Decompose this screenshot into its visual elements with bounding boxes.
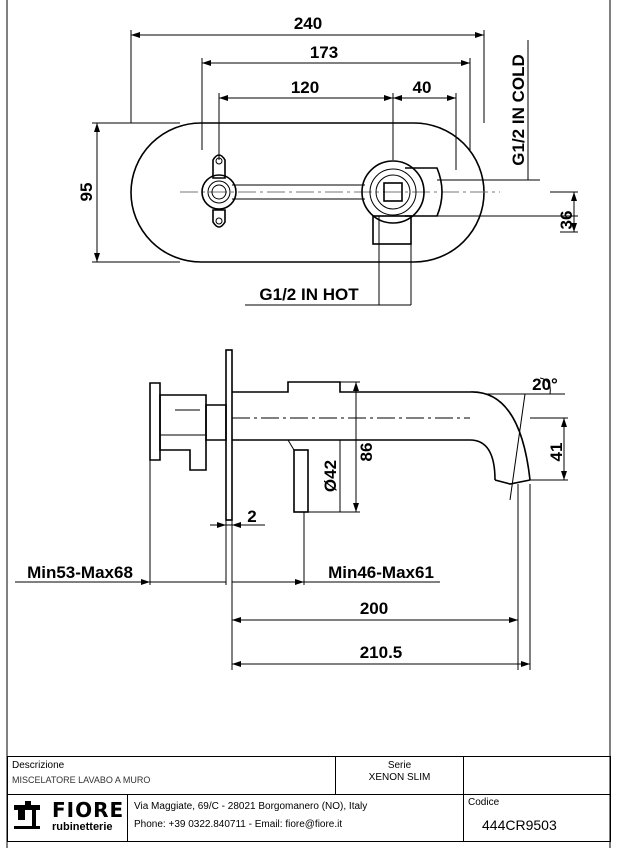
lever (293, 449, 309, 513)
description-value: MISCELATORE LAVABO A MURO (12, 775, 151, 785)
dim-angle: 20° (532, 375, 558, 394)
contact-text: Phone: +39 0322.840711 - Email: fiore@fi… (134, 819, 343, 830)
logo-sub: rubinetterie (52, 821, 113, 833)
spout-curve-outer (469, 391, 531, 481)
wall-plate (225, 349, 233, 521)
cold-valve (361, 160, 443, 245)
dim-41: 41 (547, 443, 566, 462)
dim-36: 36 (557, 211, 576, 230)
spout-top (232, 381, 470, 393)
logo-name: FIORE (52, 798, 125, 822)
series-value: XENON SLIM (368, 772, 431, 783)
dim-95: 95 (77, 183, 96, 202)
address-cell: Via Maggiate, 69/C - 28021 Borgomanero (… (128, 795, 464, 841)
series-cell: Serie XENON SLIM (336, 757, 464, 795)
title-block: Descrizione MISCELATORE LAVABO A MURO Se… (7, 756, 611, 842)
code-value: 444CR9503 (482, 817, 557, 833)
dim-86: 86 (357, 443, 376, 462)
spout-curve-inner (469, 439, 496, 481)
code-cell: Codice 444CR9503 (464, 795, 610, 841)
dim-right-range: Min46-Max61 (328, 563, 434, 582)
hot-valve (201, 154, 237, 228)
dim-210: 210.5 (360, 643, 403, 662)
top-view: 240 173 120 40 95 G1/2 IN COLD (77, 14, 578, 306)
description-label: Descrizione (12, 760, 65, 771)
dim-173: 173 (310, 43, 338, 62)
label-hot: G1/2 IN HOT (259, 285, 359, 304)
address-text: Via Maggiate, 69/C - 28021 Borgomanero (… (134, 801, 368, 812)
logo-cell: FIORE rubinetterie (8, 795, 128, 841)
faucet-logo-icon (14, 801, 40, 829)
dim-left-range: Min53-Max68 (27, 563, 133, 582)
dim-42: Ø42 (321, 460, 340, 492)
dim-40: 40 (413, 78, 432, 97)
label-cold: G1/2 IN COLD (509, 54, 528, 165)
code-label: Codice (468, 797, 500, 808)
dim-200: 200 (360, 599, 388, 618)
description-cell: Descrizione MISCELATORE LAVABO A MURO (8, 757, 336, 795)
dim-120: 120 (291, 78, 319, 97)
dim-240: 240 (294, 14, 322, 33)
series-label: Serie (387, 760, 412, 771)
dim-2: 2 (247, 507, 256, 526)
blank-cell (464, 757, 610, 795)
side-view: 20° 41 86 Ø42 2 Min53-Max68 (15, 349, 568, 670)
